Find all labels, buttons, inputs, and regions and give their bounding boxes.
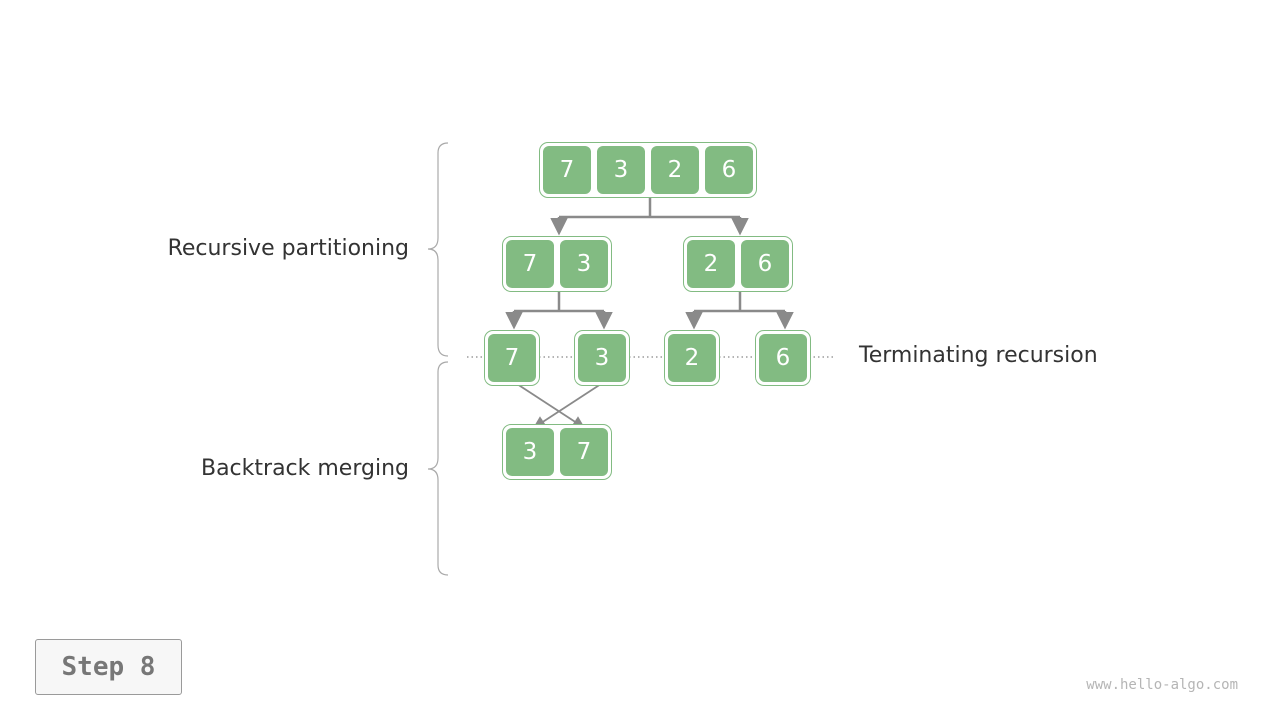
array-right-half: 2 6 bbox=[683, 236, 793, 292]
array-cell: 6 bbox=[759, 334, 807, 382]
array-leaf-1: 7 bbox=[484, 330, 540, 386]
array-cell: 6 bbox=[741, 240, 789, 288]
array-cell: 2 bbox=[687, 240, 735, 288]
terminating-recursion-label: Terminating recursion bbox=[859, 343, 1098, 368]
backtrack-merging-label: Backtrack merging bbox=[200, 456, 409, 481]
array-cell: 7 bbox=[543, 146, 591, 194]
array-cell: 7 bbox=[488, 334, 536, 382]
split-connector-right bbox=[685, 292, 794, 330]
partition-brace bbox=[427, 142, 449, 357]
array-cell: 2 bbox=[668, 334, 716, 382]
split-connector-root bbox=[550, 198, 749, 236]
step-indicator: Step 8 bbox=[35, 639, 182, 695]
site-watermark: www.hello-algo.com bbox=[1086, 677, 1238, 693]
array-cell: 7 bbox=[560, 428, 608, 476]
merge-brace bbox=[427, 361, 449, 576]
array-merged: 3 7 bbox=[502, 424, 612, 480]
array-leaf-2: 3 bbox=[574, 330, 630, 386]
array-leaf-3: 2 bbox=[664, 330, 720, 386]
array-cell: 3 bbox=[597, 146, 645, 194]
array-cell: 6 bbox=[705, 146, 753, 194]
array-left-half: 7 3 bbox=[502, 236, 612, 292]
array-cell: 3 bbox=[506, 428, 554, 476]
array-cell: 3 bbox=[560, 240, 608, 288]
merge-connector bbox=[513, 381, 605, 429]
array-leaf-4: 6 bbox=[755, 330, 811, 386]
array-cell: 3 bbox=[578, 334, 626, 382]
array-root: 7 3 2 6 bbox=[539, 142, 757, 198]
split-connector-left bbox=[505, 292, 613, 330]
array-cell: 7 bbox=[506, 240, 554, 288]
array-cell: 2 bbox=[651, 146, 699, 194]
recursive-partitioning-label: Recursive partitioning bbox=[167, 236, 409, 261]
